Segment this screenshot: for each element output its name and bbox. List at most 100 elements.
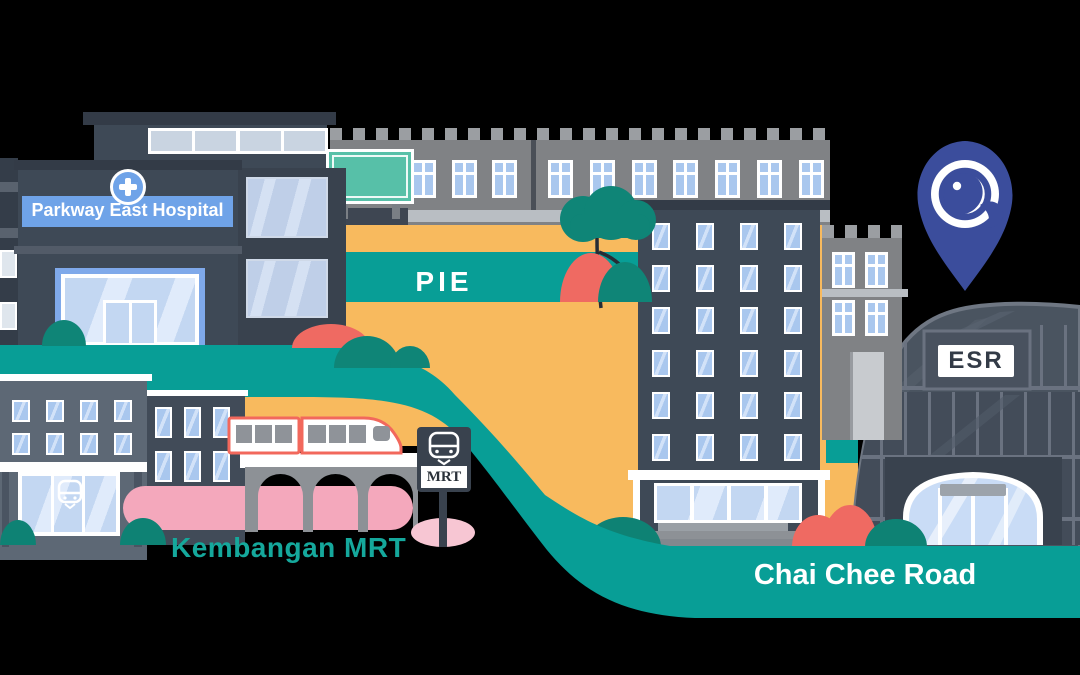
teal-gap-strip bbox=[826, 437, 858, 463]
bend-teal-bush bbox=[390, 346, 430, 368]
pane bbox=[283, 131, 325, 151]
office-steps bbox=[643, 539, 803, 546]
window bbox=[631, 160, 657, 198]
billboard-post bbox=[392, 204, 400, 219]
window bbox=[80, 400, 98, 422]
shophouse-parapet bbox=[330, 128, 830, 142]
window bbox=[784, 265, 802, 293]
esr-sign-label: ESR bbox=[948, 347, 1004, 374]
window bbox=[652, 433, 670, 461]
window bbox=[740, 265, 758, 293]
hospital-tower-cap bbox=[83, 112, 336, 125]
window bbox=[114, 400, 132, 422]
pane bbox=[151, 131, 192, 151]
window bbox=[652, 349, 670, 377]
mrt-sign-plate: MRT bbox=[421, 466, 467, 488]
mrt-train bbox=[227, 416, 403, 455]
station-storefront bbox=[18, 472, 120, 536]
window bbox=[696, 349, 714, 377]
sliver-ledge bbox=[0, 228, 18, 238]
window bbox=[492, 160, 517, 198]
window bbox=[451, 160, 477, 198]
station-canopy bbox=[0, 462, 152, 472]
window bbox=[740, 433, 758, 461]
window bbox=[114, 433, 132, 455]
chai-chee-road-label: Chai Chee Road bbox=[753, 559, 977, 591]
storefront-mullion bbox=[764, 486, 768, 520]
wing-glass bbox=[246, 177, 328, 238]
esr-sign-board bbox=[938, 345, 1014, 377]
window bbox=[696, 391, 714, 419]
window bbox=[652, 391, 670, 419]
wing-glass bbox=[246, 259, 328, 318]
storefront-mullion bbox=[727, 486, 731, 520]
window bbox=[784, 433, 802, 461]
window bbox=[46, 400, 64, 422]
canopy-post bbox=[633, 480, 640, 545]
window bbox=[548, 160, 573, 198]
window bbox=[784, 307, 802, 335]
fish-logo-icon bbox=[938, 167, 1004, 228]
shophouse-windows-left bbox=[411, 160, 517, 198]
window bbox=[12, 433, 30, 455]
window bbox=[798, 160, 824, 198]
corner-windows bbox=[832, 252, 888, 336]
window bbox=[155, 451, 172, 482]
station-windows bbox=[12, 400, 132, 455]
sign-pole bbox=[439, 490, 447, 547]
rail-viaduct bbox=[240, 453, 420, 532]
window bbox=[46, 433, 64, 455]
hospital-ledge-top bbox=[14, 160, 242, 170]
hospital-tower-windows bbox=[148, 128, 328, 154]
window bbox=[12, 400, 30, 422]
window bbox=[213, 451, 230, 482]
window bbox=[696, 265, 714, 293]
hospital-ledge-mid bbox=[14, 246, 242, 254]
medical-cross-icon bbox=[110, 169, 146, 205]
window bbox=[696, 307, 714, 335]
window bbox=[652, 307, 670, 335]
pane bbox=[195, 131, 237, 151]
shophouse-windows-right bbox=[548, 160, 824, 198]
window bbox=[740, 307, 758, 335]
entrance-door bbox=[103, 300, 157, 346]
window bbox=[80, 433, 98, 455]
mrt-sign-board: MRT bbox=[417, 427, 471, 492]
window bbox=[784, 391, 802, 419]
pane bbox=[239, 131, 281, 151]
train-front-icon bbox=[57, 479, 83, 510]
storefront-mullion bbox=[690, 486, 694, 520]
pie-label: PIE bbox=[415, 266, 473, 297]
window bbox=[757, 160, 783, 198]
office-steps bbox=[650, 531, 796, 539]
window bbox=[652, 265, 670, 293]
window bbox=[865, 252, 888, 288]
window bbox=[832, 300, 855, 336]
window bbox=[740, 391, 758, 419]
window bbox=[696, 223, 714, 250]
window bbox=[696, 433, 714, 461]
window bbox=[155, 407, 172, 438]
kembangan-mrt-label: Kembangan MRT bbox=[171, 532, 407, 563]
window bbox=[740, 349, 758, 377]
tree-canopy bbox=[570, 214, 650, 238]
teal-road bbox=[0, 345, 1080, 618]
entrance-header bbox=[940, 484, 1006, 496]
station-roof bbox=[0, 374, 152, 381]
station-post bbox=[2, 472, 9, 547]
corner-parapet bbox=[822, 225, 902, 238]
window bbox=[784, 223, 802, 250]
window bbox=[673, 160, 699, 198]
hospital-sign-label: Parkway East Hospital bbox=[31, 200, 224, 220]
window bbox=[184, 451, 201, 482]
office-roof bbox=[628, 200, 830, 210]
shophouse-divider bbox=[531, 140, 536, 212]
mrt-sign-label: MRT bbox=[426, 469, 462, 485]
window bbox=[184, 407, 201, 438]
sliver-window bbox=[0, 250, 17, 278]
hospital-entrance bbox=[55, 268, 205, 346]
window bbox=[715, 160, 741, 198]
window bbox=[740, 223, 758, 250]
